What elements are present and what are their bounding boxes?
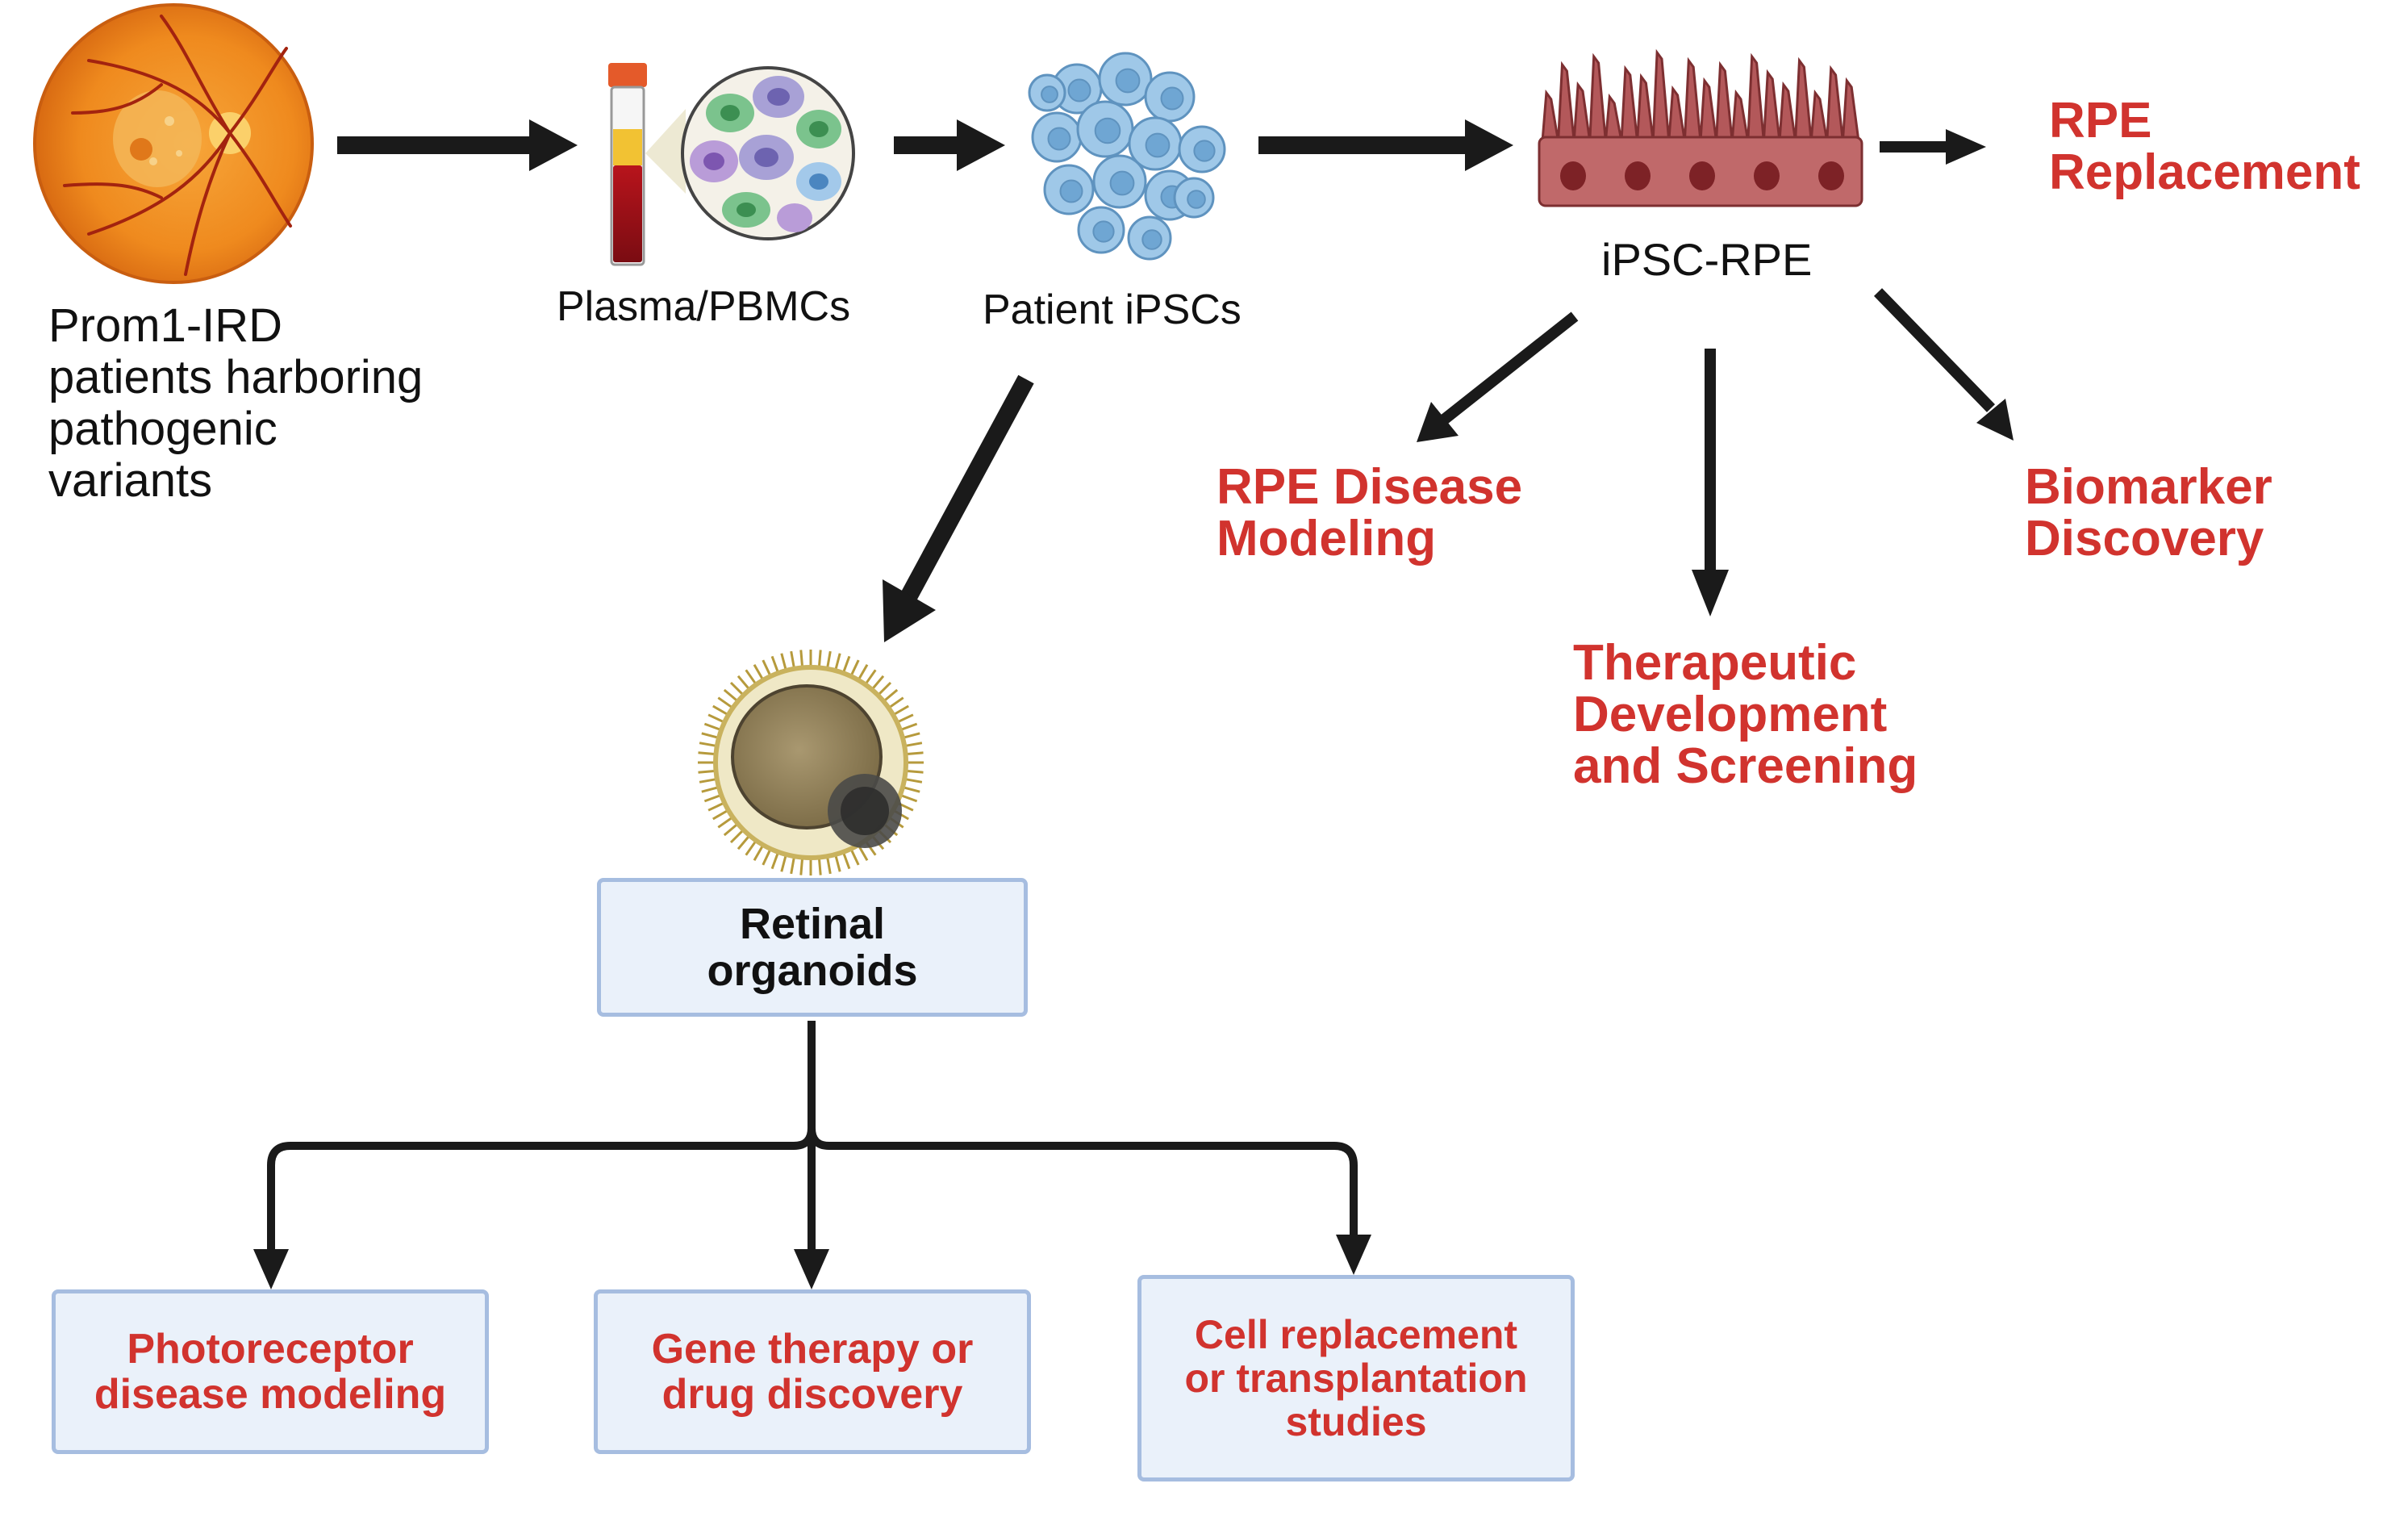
- pbmc-cells-icon: [645, 66, 855, 240]
- arrow-eye-to-tube: [337, 119, 578, 171]
- arrow-ipsc-to-organoid: [883, 374, 1034, 642]
- therapeutic-line-1: Therapeutic: [1573, 635, 1857, 691]
- cell-replacement-line-3: studies: [1285, 1399, 1427, 1444]
- arrow-rpe-to-disease-modeling: [1417, 311, 1579, 442]
- arrows: [253, 119, 2014, 1289]
- biomarker-discovery-label: Biomarker Discovery: [2025, 462, 2272, 565]
- fundus-eye-icon: [33, 3, 314, 284]
- therapeutic-development-label: Therapeutic Development and Screening: [1573, 637, 1918, 792]
- rpe-replacement-label: RPE Replacement: [2049, 95, 2360, 199]
- organoid-branch-arrows: [253, 1021, 1371, 1289]
- arrow-rpe-to-biomarker: [1873, 288, 2014, 441]
- photoreceptor-line-2: disease modeling: [94, 1371, 447, 1418]
- gene-therapy-box: Gene therapy or drug discovery: [594, 1289, 1031, 1454]
- patients-line-1: Prom1-IRD: [48, 299, 283, 352]
- retinal-organoid-icon: [698, 650, 924, 876]
- rpe-layer-icon: [1538, 48, 1863, 207]
- arrow-tube-to-ipsc: [894, 119, 1005, 171]
- cell-replacement-line-2: or transplantation: [1184, 1356, 1528, 1401]
- patients-label: Prom1-IRD patients harboring pathogenic …: [48, 300, 423, 507]
- rpe-replacement-line-2: Replacement: [2049, 144, 2360, 200]
- plasma-pbmcs-label: Plasma/PBMCs: [557, 283, 851, 330]
- rpe-disease-modeling-line-1: RPE Disease: [1217, 459, 1523, 515]
- photoreceptor-line-1: Photoreceptor: [127, 1326, 414, 1373]
- rpe-disease-modeling-line-2: Modeling: [1217, 511, 1437, 566]
- gene-therapy-line-2: drug discovery: [661, 1371, 963, 1418]
- cell-replacement-line-1: Cell replacement: [1194, 1312, 1518, 1357]
- ipsc-rpe-label: iPSC-RPE: [1601, 234, 1813, 285]
- arrow-rpe-to-therapeutic: [1692, 349, 1729, 616]
- gene-therapy-line-1: Gene therapy or: [651, 1326, 974, 1373]
- patients-line-3: pathogenic: [48, 403, 278, 455]
- patients-line-2: patients harboring: [48, 351, 424, 403]
- rpe-replacement-line-1: RPE: [2049, 93, 2152, 148]
- patients-line-4: variants: [48, 454, 213, 507]
- retinal-organoids-line-2: organoids: [707, 947, 918, 995]
- retinal-organoids-line-1: Retinal: [739, 900, 886, 948]
- blood-tube-icon: [608, 63, 647, 266]
- therapeutic-line-2: Development: [1573, 687, 1888, 742]
- ipsc-cluster-icon: [1028, 52, 1226, 261]
- rpe-disease-modeling-label: RPE Disease Modeling: [1217, 462, 1522, 565]
- arrow-rpe-to-replacement: [1880, 129, 1986, 165]
- biomarker-discovery-line-1: Biomarker: [2025, 459, 2272, 515]
- biomarker-discovery-line-2: Discovery: [2025, 511, 2264, 566]
- patient-ipscs-label: Patient iPSCs: [983, 286, 1242, 333]
- cell-replacement-box: Cell replacement or transplantation stud…: [1137, 1275, 1575, 1481]
- arrow-ipsc-to-rpe: [1258, 119, 1513, 171]
- therapeutic-line-3: and Screening: [1573, 738, 1918, 794]
- photoreceptor-modeling-box: Photoreceptor disease modeling: [52, 1289, 489, 1454]
- retinal-organoids-box: Retinal organoids: [597, 878, 1028, 1017]
